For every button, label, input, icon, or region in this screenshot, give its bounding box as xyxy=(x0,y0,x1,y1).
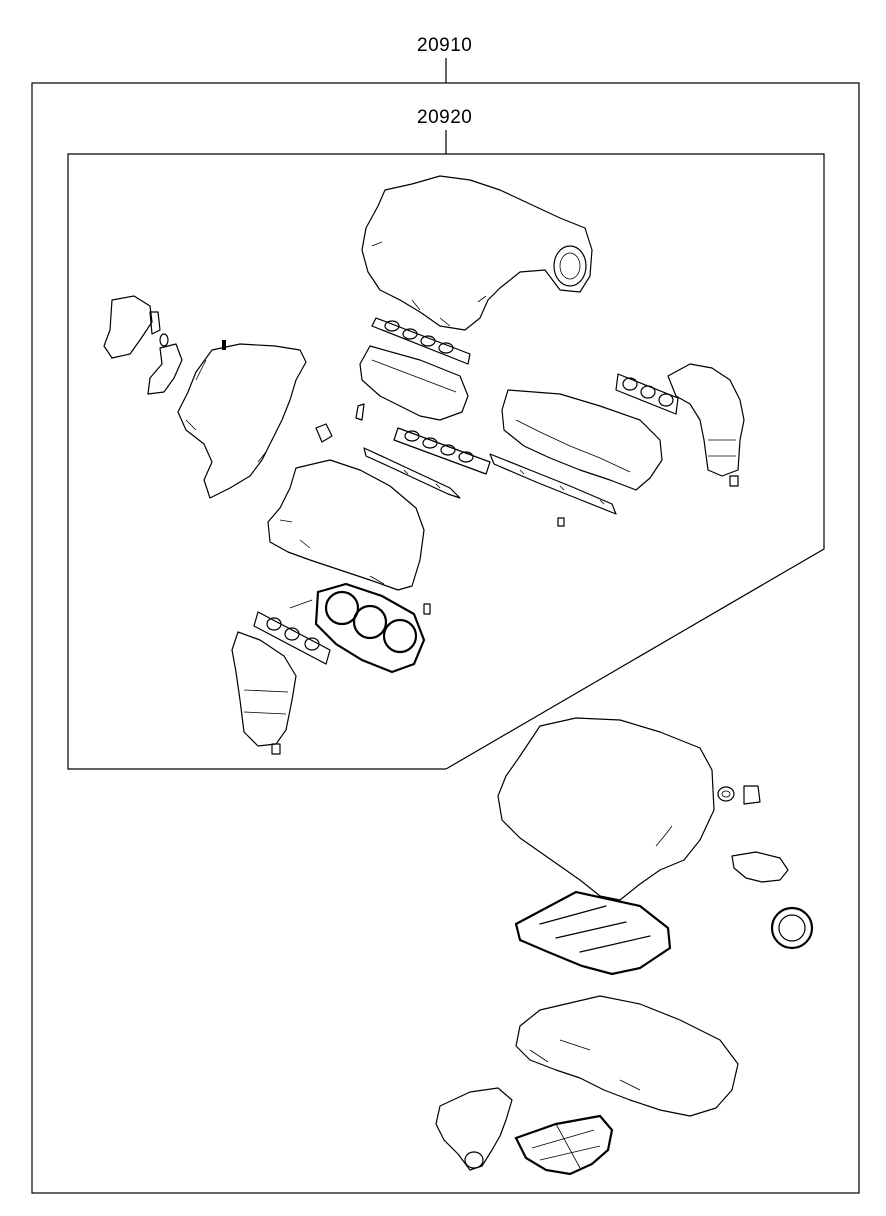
intake-manifold-gasket-lower xyxy=(393,427,491,475)
oil-pan-baffle xyxy=(514,1114,614,1176)
small-seal-left xyxy=(315,423,333,443)
timing-cover-gasket xyxy=(177,340,307,499)
water-outlet-gasket xyxy=(103,295,183,395)
oil-pump-gasket xyxy=(731,851,789,883)
outer-kit-label: 20910 xyxy=(417,35,473,56)
left-catalytic-converter xyxy=(231,631,297,755)
left-valve-cover-gasket xyxy=(267,459,425,591)
intake-plenum-gasket xyxy=(359,345,469,421)
right-exhaust-gasket xyxy=(615,373,679,415)
right-valve-cover-gasket xyxy=(501,389,663,491)
inner-kit-label: 20920 xyxy=(417,107,473,128)
ladder-frame-gasket xyxy=(514,890,672,976)
right-catalytic-converter xyxy=(667,363,745,487)
valve-cover-strip-left xyxy=(363,447,461,499)
small-clip xyxy=(557,517,565,527)
upper-intake-gasket xyxy=(361,175,593,331)
left-exhaust-gasket xyxy=(253,611,331,665)
thin-gasket-strip xyxy=(289,599,313,609)
intake-manifold-gasket-upper xyxy=(371,317,471,365)
valve-cover-strip-right xyxy=(489,453,617,515)
outer-kit-frame xyxy=(31,82,860,1194)
inner-kit-frame xyxy=(67,153,825,770)
small-dowel xyxy=(423,603,431,615)
strip-bolt-holes xyxy=(403,469,605,505)
left-cylinder-head-gasket xyxy=(314,582,426,674)
block-gasket xyxy=(497,717,761,901)
oil-filter-housing-gasket xyxy=(435,1087,513,1171)
oil-pan-gasket xyxy=(515,995,739,1117)
rear-main-seal xyxy=(770,906,814,950)
small-seal-right xyxy=(355,403,365,421)
